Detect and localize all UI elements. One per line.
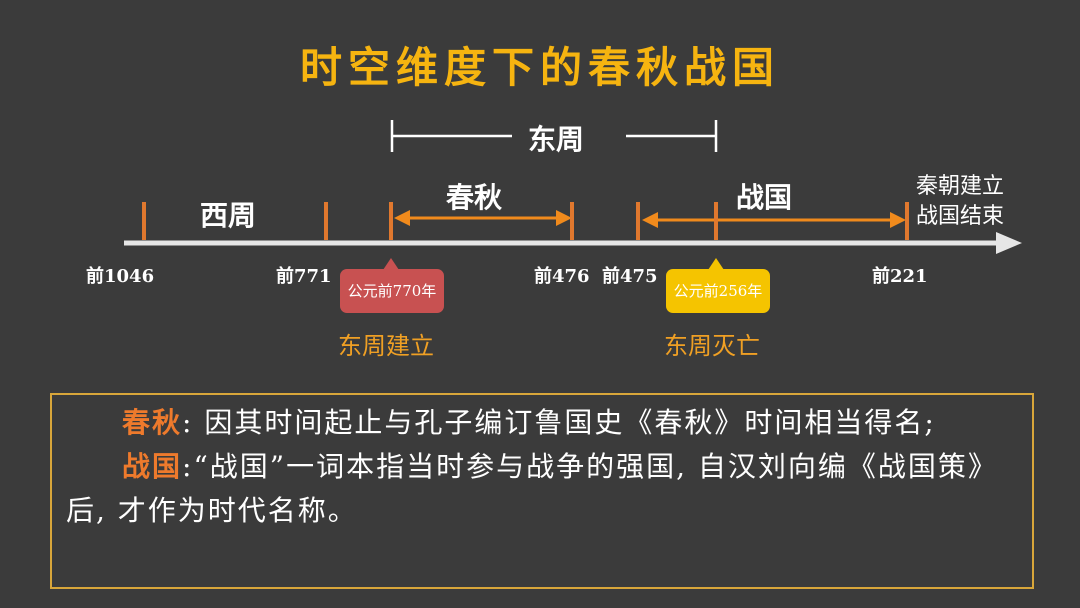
note-warring-states: 战国:“战国”一词本指当时参与战争的强国, 自汉刘向编《战国策》后, 才作为时代… [66,445,1018,533]
marker-771 [324,202,328,240]
callout-fall-year: 公元前256年 [666,269,770,313]
marker-256 [714,202,718,240]
slide-title: 时空维度下的春秋战国 [299,43,780,92]
note-term-spring-autumn: 春秋 [122,406,183,439]
callout-pointer-fall [708,258,724,270]
warring-states-range-arrow [642,212,906,228]
year-476: 前476 [534,266,590,287]
qin-founded-label: 秦朝建立 [916,174,1005,199]
note-spring-autumn: 春秋: 因其时间起止与孔子编订鲁国史《春秋》时间相当得名; [66,401,1018,445]
note-text-spring-autumn: 因其时间起止与孔子编订鲁国史《春秋》时间相当得名; [193,406,936,439]
period-warring-states: 战国 [736,181,793,214]
notes-box: 春秋: 因其时间起止与孔子编订鲁国史《春秋》时间相当得名; 战国:“战国”一词本… [50,393,1034,589]
marker-475 [636,202,640,240]
callout-founding-year: 公元前770年 [340,269,444,313]
note-sep-spring-autumn: : [182,406,194,439]
timeline-graphic [124,120,1022,254]
period-qin: 秦朝建立 战国结束 [916,172,1004,232]
marker-770 [389,202,393,240]
timeline-axis [124,232,1022,254]
note-text-warring-states: “战国”一词本指当时参与战争的强国, 自汉刘向编《战国策》后, 才作为时代名称。 [66,450,998,527]
period-spring-autumn: 春秋 [446,181,503,214]
year-221: 前221 [872,266,928,287]
event-fall: 东周灭亡 [664,332,760,360]
notes-content: 春秋: 因其时间起止与孔子编订鲁国史《春秋》时间相当得名; 战国:“战国”一词本… [66,401,1018,533]
year-475: 前475 [602,266,658,287]
period-western-zhou: 西周 [200,199,257,232]
year-1046: 前1046 [86,266,155,287]
note-term-warring-states: 战国 [122,450,183,483]
eastern-zhou-label: 东周 [528,123,585,156]
callout-pointer-founding [383,258,399,270]
event-founding: 东周建立 [338,332,434,360]
marker-221 [905,202,909,240]
warring-states-end-label: 战国结束 [916,204,1005,229]
eastern-zhou-bracket [390,120,718,152]
marker-476 [570,202,574,240]
marker-1046 [142,202,146,240]
year-771: 前771 [276,266,332,287]
note-sep-warring-states: : [182,450,194,483]
spring-autumn-range-arrow [394,210,572,226]
